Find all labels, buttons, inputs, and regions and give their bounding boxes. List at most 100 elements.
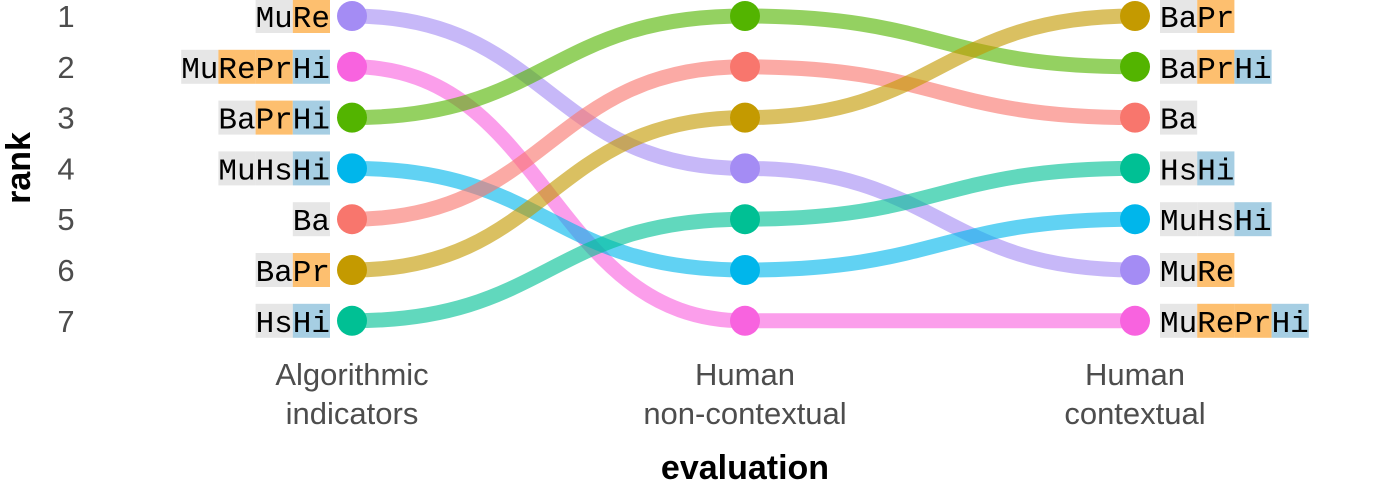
label-segment-text: Pr [1197,2,1234,37]
label-segment-bg [1234,303,1272,338]
evaluation-tick-human-contextual: Human contextual [1064,357,1205,431]
label-segment-text: Mu [218,154,255,189]
evaluation-tick-line: Human [695,357,795,392]
label-segment-text: Hi [1197,154,1234,189]
label-segment-bg [1160,202,1198,237]
label-segment-bg [255,100,293,135]
label-segment-text: Hi [293,307,330,342]
point-ba-human-non-contextual [730,51,760,82]
label-segment-text: Re [1197,256,1234,291]
evaluation-tick-line: non-contextual [643,396,846,431]
point-baprhi-algorithmic-indicators [337,102,367,133]
point-ba-human-contextual [1120,102,1150,133]
rank-tick-1: 1 [57,0,74,34]
point-muhshi-algorithmic-indicators [337,153,367,184]
point-mureprhi-human-non-contextual [730,305,760,336]
point-hshi-human-contextual [1120,153,1150,184]
label-segment-text: Pr [256,104,293,139]
label-segment-bg [255,253,293,287]
series-line-ba [344,59,1143,227]
label-segment-text: Pr [293,256,330,291]
label-segment-text: Ba [1160,2,1197,37]
label-segment-text: Hs [256,307,293,342]
label-segment-bg [255,49,293,84]
label-segment-bg [292,253,330,287]
label-segment-bg [181,49,219,84]
evaluation-tick-human-non-contextual: Human non-contextual [643,357,846,431]
point-muhshi-human-contextual [1120,204,1150,235]
label-segment-text: Re [1197,307,1234,342]
point-mureprhi-human-contextual [1120,305,1150,336]
point-hshi-algorithmic-indicators [337,305,367,336]
point-bapr-human-non-contextual [730,102,760,133]
rank-tick-6: 6 [57,253,74,288]
label-segment-bg [292,0,330,33]
point-muhshi-human-non-contextual [730,255,760,285]
label-segment-text: Ba [1160,53,1197,88]
rank-tick-labels: 1 2 3 4 5 6 7 [57,0,74,339]
rank-tick-3: 3 [57,101,74,136]
label-segment-text: Mu [256,2,293,37]
label-segment-text: Hi [1234,53,1271,88]
label-segment-bg [255,0,293,33]
label-segment-text: Pr [1234,307,1271,342]
point-bapr-algorithmic-indicators [337,255,367,285]
label-segment-bg [1197,303,1235,338]
label-segment-bg [1160,151,1198,186]
label-segment-text: Ba [256,256,293,291]
label-segment-bg [218,151,256,186]
label-segment-bg [218,49,256,84]
label-segment-text: Ba [1160,104,1197,139]
label-segment-bg [1197,253,1235,287]
evaluation-tick-line: Algorithmic [275,357,428,392]
rank-tick-5: 5 [57,202,74,237]
rank-tick-4: 4 [57,151,74,186]
label-segment-bg [1197,202,1235,237]
label-segment-text: Hi [293,154,330,189]
point-ba-algorithmic-indicators [337,204,367,235]
label-segment-bg [1234,202,1272,237]
label-segment-text: Hi [293,104,330,139]
label-segment-bg [1160,0,1198,33]
rank-tick-7: 7 [57,304,74,339]
point-bapr-human-contextual [1120,1,1150,31]
x-axis-title: evaluation [661,449,829,483]
label-segment-bg [255,151,293,186]
label-segment-text: Hi [293,53,330,88]
label-segment-text: Re [218,53,255,88]
label-segment-bg [292,151,330,186]
label-segment-bg [1160,49,1198,84]
rank-tick-2: 2 [57,50,74,85]
evaluation-tick-line: contextual [1064,396,1205,431]
point-hshi-human-non-contextual [730,204,760,235]
label-segment-bg [218,100,256,135]
label-segment-bg [1271,303,1309,338]
point-mure-human-non-contextual [730,153,760,184]
label-segment-text: Hs [256,154,293,189]
label-segment-bg [292,49,330,84]
label-segment-text: Mu [1160,205,1197,240]
point-mure-human-contextual [1120,255,1150,285]
label-segment-text: Ba [218,104,255,139]
label-segment-bg [1197,49,1235,84]
label-segment-text: Hi [1234,205,1271,240]
label-segment-text: Hs [1197,205,1234,240]
left-label-ba: Ba [293,202,330,240]
series-points [337,1,1150,336]
label-segment-bg [292,303,330,338]
label-segment-bg [1234,49,1272,84]
evaluation-tick-line: Human [1085,357,1185,392]
label-segment-text: Mu [1160,307,1197,342]
